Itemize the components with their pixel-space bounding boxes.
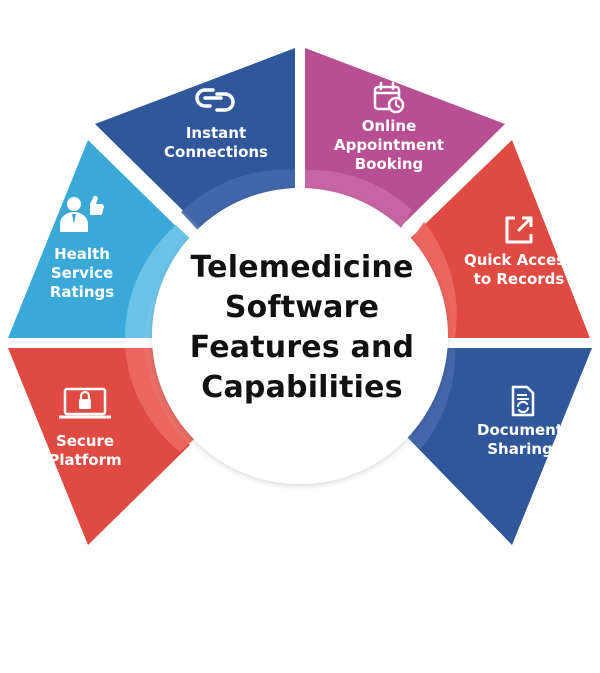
label-quick-access-records: Quick Access to Records [444,251,594,289]
label-line: Instant [185,124,247,142]
export-icon [505,216,533,244]
label-line: Ratings [49,283,115,301]
label-instant-connections: Instant Connections [141,124,291,162]
label-line: Quick Access [463,251,575,269]
label-health-service-ratings: Health Service Ratings [7,245,157,302]
label-line: to Records [473,270,565,288]
link-icon [195,88,235,112]
label-line: Online [361,117,417,135]
label-document-sharing: Document Sharing [445,421,595,459]
calendar-clock-icon [373,81,405,114]
label-line: Platform [48,451,122,469]
label-line: Document [477,421,563,439]
label-line: Secure [55,432,115,450]
label-line: Health [54,245,110,263]
laptop-lock-icon [59,387,111,419]
label-line: Appointment [333,136,445,154]
center-title-line: Software [224,290,380,325]
label-line: Booking [354,155,424,173]
label-line: Sharing [487,440,553,458]
center-title-line: Telemedicine [190,250,414,285]
center-title-line: Features and [189,330,415,365]
center-title: Telemedicine Software Features and Capab… [152,248,452,408]
label-line: Service [50,264,114,282]
document-icon [511,385,535,417]
label-online-appointment-booking: Online Appointment Booking [314,117,464,174]
center-title-line: Capabilities [201,370,403,405]
rating-thumbs-up-icon [60,195,105,232]
label-secure-platform: Secure Platform [10,432,160,470]
label-line: Connections [164,143,268,161]
center-circle [152,188,448,484]
